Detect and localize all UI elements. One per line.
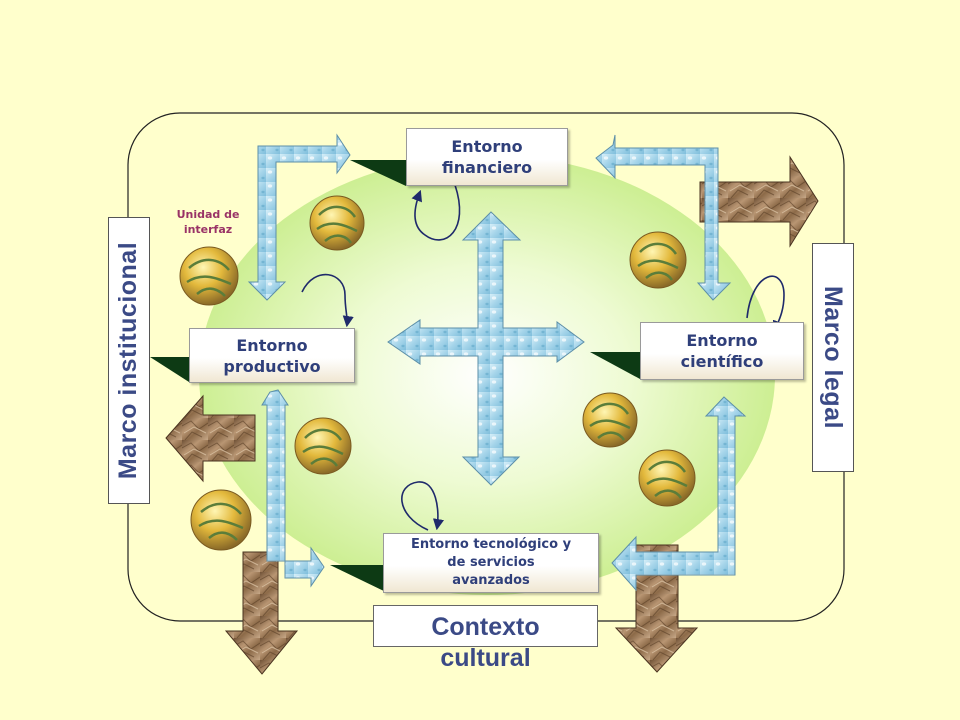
water-arrow-bottom-right	[611, 396, 747, 592]
node-financiero-line2: financiero	[441, 158, 533, 177]
loop-arrow	[401, 481, 444, 531]
contexto-line2: cultural	[440, 644, 531, 672]
marco-institucional: Marco institucional	[108, 217, 150, 504]
water-arrow-cross	[387, 211, 585, 486]
loop-arrows	[301, 184, 785, 531]
interface-sphere-icon	[582, 392, 638, 448]
unidad-line2: interfaz	[183, 223, 233, 236]
water-arrows	[247, 133, 747, 592]
paper-arrows	[165, 155, 819, 675]
interface-sphere-icon	[629, 231, 687, 289]
unidad-interfaz-label: Unidad de interfaz	[165, 207, 251, 237]
interface-spheres	[179, 195, 696, 551]
marco-legal: Marco legal	[812, 243, 854, 472]
water-arrow-bottom-left	[261, 389, 325, 588]
contexto-cultural-frame	[373, 605, 598, 647]
node-tecnologico-line3: avanzados	[452, 573, 530, 588]
paper-arrow-left	[165, 394, 256, 483]
node-cientifico: Entorno científico	[640, 322, 804, 380]
interface-sphere-icon	[638, 449, 696, 507]
node-tecnologico: Entorno tecnológico y de servicios avanzad…	[383, 533, 599, 593]
node-cientifico-line1: Entorno	[686, 331, 758, 350]
loop-arrow	[746, 275, 785, 333]
interface-sphere-icon	[309, 195, 365, 251]
loop-arrow	[301, 273, 354, 328]
interface-sphere-icon	[179, 246, 239, 306]
node-productivo-line1: Entorno	[236, 335, 308, 355]
loop-arrow	[411, 184, 461, 241]
marco-institucional-label: Marco institucional	[114, 241, 143, 480]
node-productivo-line2: productivo	[223, 356, 321, 376]
node-financiero: Entorno financiero	[406, 128, 568, 186]
paper-arrow-down-left	[224, 551, 299, 675]
interface-sphere-icon	[294, 417, 352, 475]
water-arrow-top-right	[595, 134, 732, 301]
interface-sphere-icon	[190, 489, 252, 551]
marco-legal-label: Marco legal	[819, 285, 848, 430]
contexto-cultural-label: Contexto cultural	[373, 612, 598, 674]
node-financiero-line1: Entorno	[451, 137, 523, 156]
water-arrow-top-left	[247, 133, 351, 301]
node-tecnologico-line1: Entorno tecnológico y	[410, 537, 572, 552]
contexto-line1: Contexto	[431, 613, 540, 641]
node-cientifico-line2: científico	[680, 352, 764, 371]
connector-wedges	[150, 160, 640, 592]
node-tecnologico-line2: de servicios	[447, 555, 535, 570]
unidad-line1: Unidad de	[176, 208, 240, 221]
